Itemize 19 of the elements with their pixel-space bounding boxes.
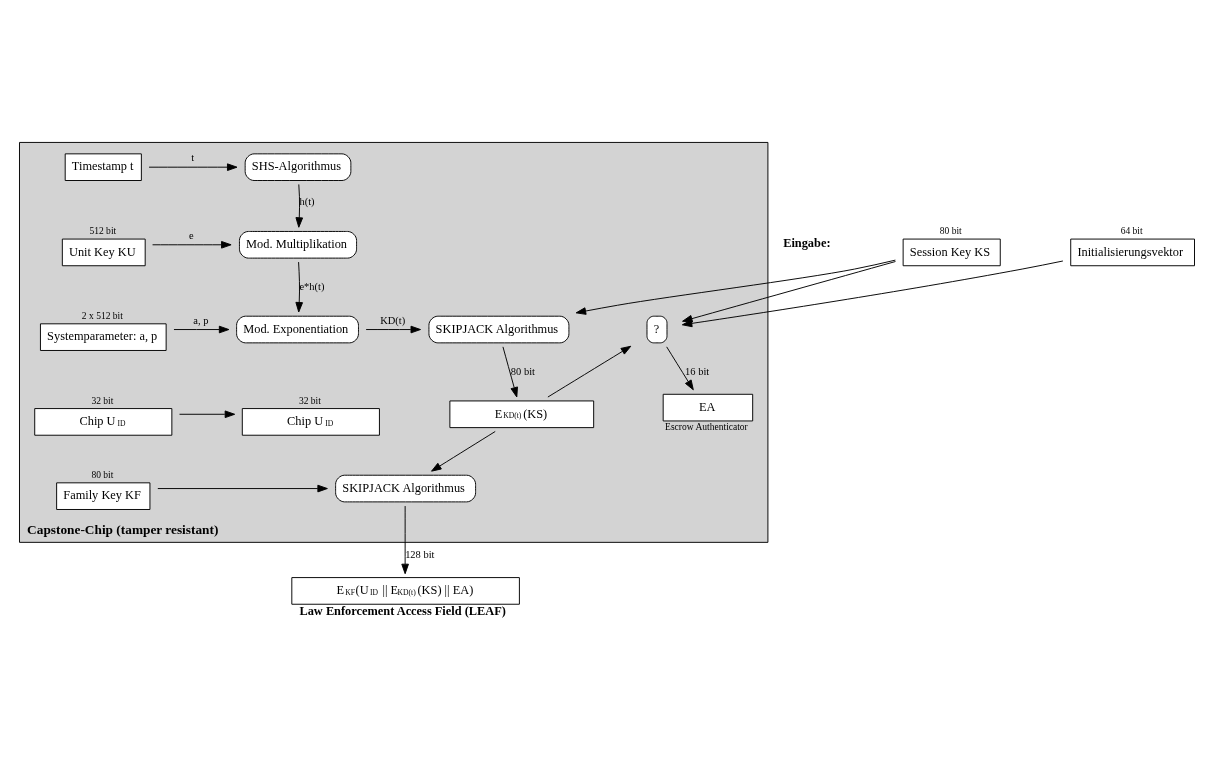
- node-label: 32 bit: [91, 395, 114, 406]
- node-label: Escrow Authenticator: [665, 422, 748, 433]
- node-label: Law Enforcement Access Field (LEAF): [299, 604, 506, 619]
- edge-label: e*h(t): [299, 280, 325, 292]
- node-label: 80 bit: [91, 470, 114, 481]
- edge-label: a, p: [193, 314, 209, 326]
- edge-label: 128 bit: [405, 549, 435, 561]
- node-label: 2 x 512 bit: [81, 311, 123, 322]
- node-label: 32 bit: [298, 395, 321, 406]
- edge-label: h(t): [299, 196, 315, 208]
- edge-label: 16 bit: [685, 365, 710, 377]
- edge-label: KD(t): [380, 314, 406, 326]
- label: Eingabe:: [783, 236, 831, 251]
- node-label: 512 bit: [89, 226, 117, 237]
- edge-label: e: [188, 229, 194, 241]
- node-label: 64 bit: [1120, 226, 1143, 237]
- edge-label: 80 bit: [510, 365, 535, 377]
- node-label: 80 bit: [939, 226, 962, 237]
- edge-label: t: [191, 152, 195, 164]
